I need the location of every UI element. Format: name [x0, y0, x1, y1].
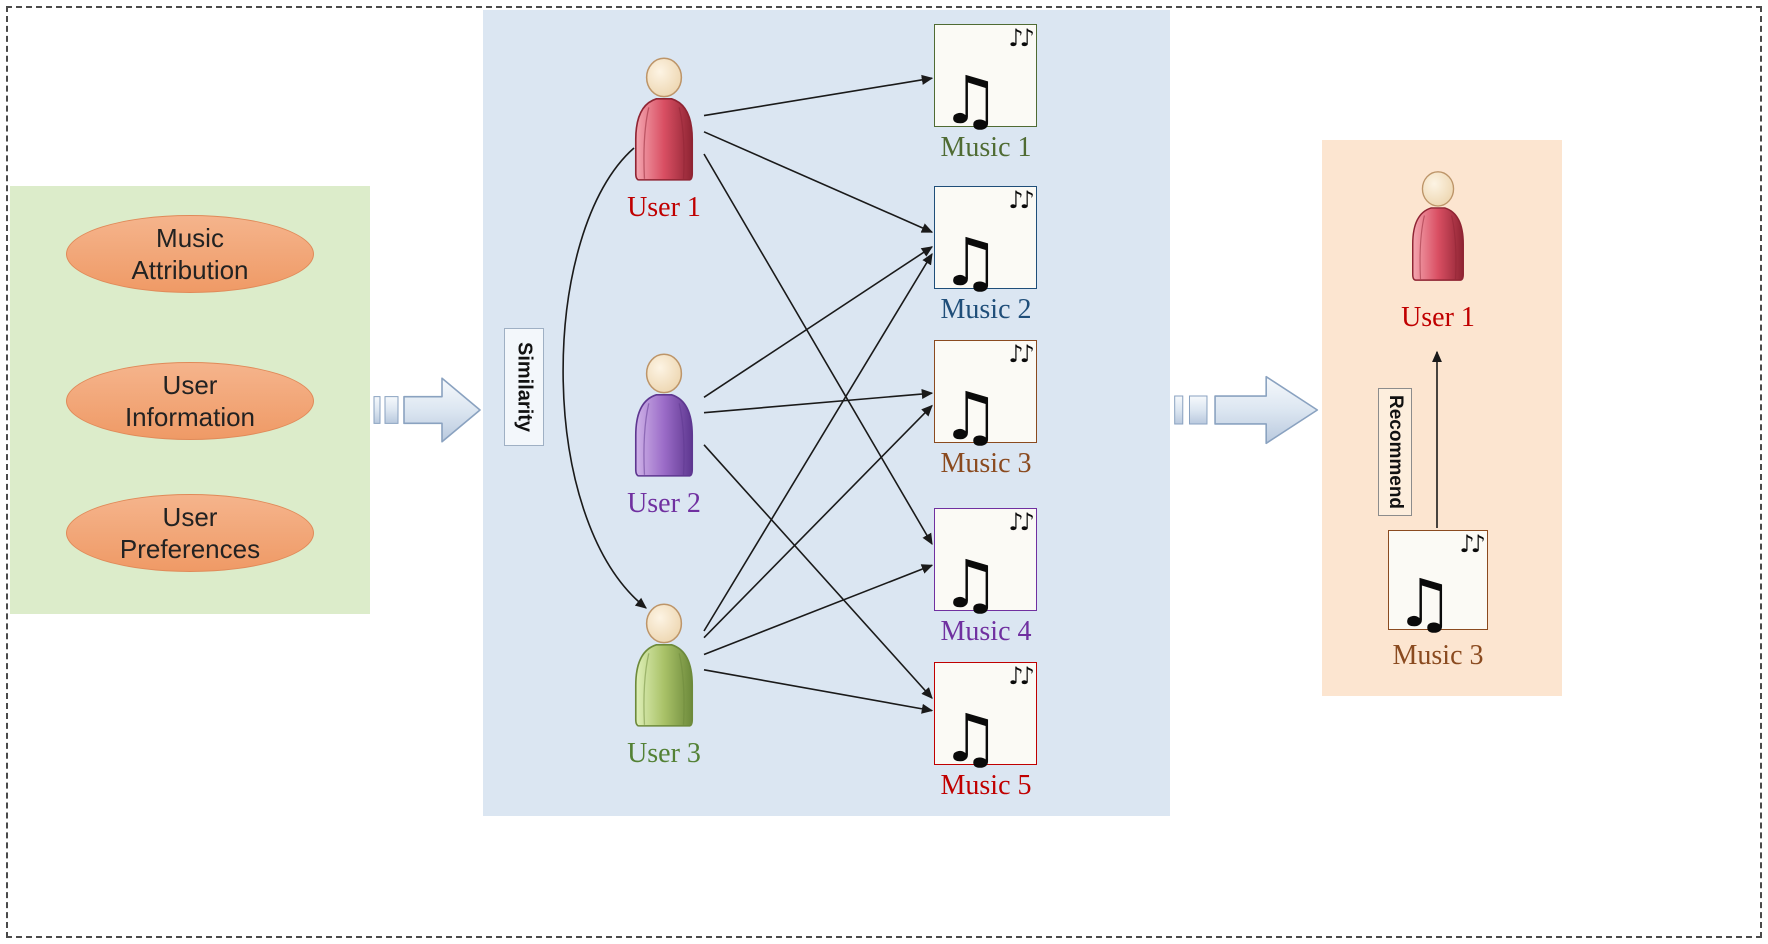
music1-box: ♪♪ ♫ [934, 24, 1037, 134]
music2-label: Music 2 [940, 294, 1032, 325]
input-item-user-information: User Information [66, 362, 314, 440]
music1-label: Music 1 [940, 132, 1032, 163]
music-notes-small-icon: ♪♪ [1008, 24, 1035, 52]
music2-box: ♪♪ ♫ [934, 186, 1037, 296]
music-notes-icon: ♫ [941, 62, 1001, 139]
music3-label: Music 3 [940, 448, 1032, 479]
recommended-music-box: ♪♪ ♫ [1388, 530, 1488, 637]
user2-label: User 2 [627, 488, 701, 519]
music-notes-icon: ♫ [941, 378, 1001, 455]
music-notes-small-icon: ♪♪ [1008, 186, 1035, 214]
music-notes-icon: ♫ [941, 224, 1001, 301]
music-notes-small-icon: ♪♪ [1459, 530, 1486, 558]
music-notes-icon: ♫ [941, 700, 1001, 777]
input-item-user-preferences: User Preferences [66, 494, 314, 572]
input-item-music-attribution: Music Attribution [66, 215, 314, 293]
music-notes-icon: ♫ [1395, 565, 1455, 642]
user1-label: User 1 [627, 192, 701, 223]
music4-box: ♪♪ ♫ [934, 508, 1037, 618]
music5-box: ♪♪ ♫ [934, 662, 1037, 772]
user3-icon [626, 600, 702, 728]
recommended-user-label: User 1 [1401, 302, 1475, 333]
similarity-panel [483, 10, 1170, 816]
flow-arrow-input-to-similarity [372, 369, 482, 451]
user2-icon [626, 350, 702, 478]
music-notes-small-icon: ♪♪ [1008, 508, 1035, 536]
music3-box: ♪♪ ♫ [934, 340, 1037, 450]
recommended-music-label: Music 3 [1392, 640, 1484, 671]
user1-icon [626, 54, 702, 182]
music4-label: Music 4 [940, 616, 1032, 647]
recommend-label: Recommend [1378, 388, 1412, 516]
flow-arrow-similarity-to-recommendation [1172, 367, 1320, 453]
music5-label: Music 5 [940, 770, 1032, 801]
recommended-user-icon [1404, 168, 1472, 282]
similarity-label: Similarity [504, 328, 544, 446]
music-notes-small-icon: ♪♪ [1008, 340, 1035, 368]
user3-label: User 3 [627, 738, 701, 769]
music-notes-small-icon: ♪♪ [1008, 662, 1035, 690]
music-notes-icon: ♫ [941, 546, 1001, 623]
